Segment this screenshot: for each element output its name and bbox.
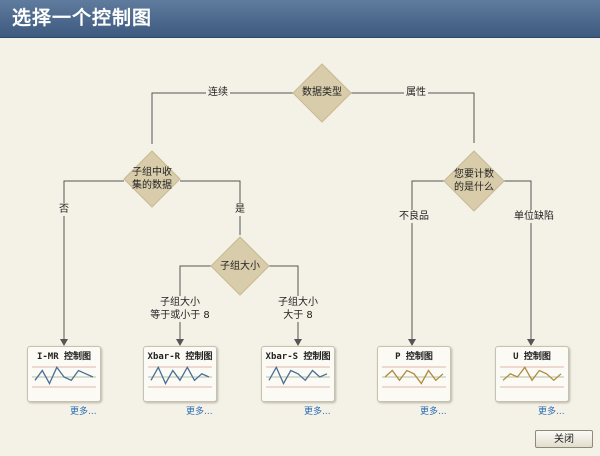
- chart-card-p[interactable]: P 控制图: [377, 346, 451, 402]
- branch-text-line1: 子组大小: [278, 297, 318, 308]
- more-link-p[interactable]: 更多...: [420, 407, 447, 417]
- connector-yes: [180, 180, 241, 235]
- more-link-i-mr[interactable]: 更多...: [70, 407, 97, 417]
- branch-text-line2: 等于或小于 8: [150, 310, 210, 321]
- chart-card-title: Xbar-S 控制图: [265, 352, 331, 362]
- branch-label-defectives: 不良品: [397, 210, 431, 223]
- decision-flowchart: [60, 63, 535, 346]
- branch-text-line1: 子组大小: [160, 297, 200, 308]
- decision-text-line1: 子组中收: [132, 167, 172, 178]
- decision-label-subgroup-collect: 子组中收 集的数据: [122, 166, 182, 192]
- branch-label-size-gt8: 子组大小 大于 8: [272, 296, 324, 322]
- branch-label-defects-per-unit: 单位缺陷: [512, 210, 556, 223]
- data-line: [34, 366, 94, 385]
- data-line: [150, 365, 210, 385]
- branch-label-attribute: 属性: [404, 86, 428, 99]
- connector-defects: [504, 180, 535, 346]
- decision-label-count-what: 您要计数 的是什么: [444, 168, 504, 194]
- decision-text-line2: 的是什么: [454, 182, 494, 193]
- more-link-u[interactable]: 更多...: [538, 407, 565, 417]
- decision-label-data-type: 数据类型: [292, 86, 352, 99]
- chart-card-title: I-MR 控制图: [36, 352, 92, 362]
- close-button[interactable]: 关闭: [535, 430, 593, 448]
- more-link-xbar-s[interactable]: 更多...: [304, 407, 331, 417]
- title-bar: 选择一个控制图: [0, 0, 600, 38]
- chart-thumbnail: [266, 365, 330, 388]
- decision-text-line1: 您要计数: [454, 169, 494, 180]
- chart-card-title: Xbar-R 控制图: [147, 352, 213, 362]
- chart-card-i-mr[interactable]: I-MR 控制图: [27, 346, 101, 402]
- diamond-subgroup-size: [210, 236, 270, 296]
- chart-thumbnail: [500, 366, 564, 388]
- branch-label-yes: 是: [233, 203, 247, 216]
- connector-no: [60, 180, 124, 346]
- dialog-title: 选择一个控制图: [12, 7, 153, 29]
- decision-text: 数据类型: [302, 87, 342, 98]
- data-line: [384, 369, 444, 385]
- chart-card-title: P 控制图: [395, 352, 433, 362]
- chart-card-xbar-r[interactable]: Xbar-R 控制图: [143, 346, 217, 402]
- branch-label-no: 否: [57, 203, 71, 216]
- branch-text-line2: 大于 8: [283, 310, 313, 321]
- diamond-data-type: [292, 63, 352, 123]
- chart-thumbnail: [382, 366, 446, 388]
- decision-text-line2: 集的数据: [132, 180, 172, 191]
- decision-label-subgroup-size: 子组大小: [210, 260, 270, 273]
- data-line: [268, 365, 328, 385]
- connector-continuous: [151, 92, 293, 144]
- chart-card-u[interactable]: U 控制图: [495, 346, 569, 402]
- chart-card-xbar-s[interactable]: Xbar-S 控制图: [261, 346, 335, 402]
- chart-thumbnail: [148, 365, 212, 388]
- connector-defectives: [408, 180, 444, 346]
- chart-thumbnail: [32, 366, 96, 388]
- diamond-count-what: [443, 150, 505, 212]
- more-link-xbar-r[interactable]: 更多...: [186, 407, 213, 417]
- branch-label-continuous: 连续: [206, 86, 230, 99]
- diamond-subgroup-collect: [123, 150, 181, 208]
- branch-label-size-le8: 子组大小 等于或小于 8: [148, 296, 212, 322]
- data-line: [502, 366, 562, 382]
- connector-attribute: [351, 92, 475, 143]
- decision-text: 子组大小: [220, 261, 260, 272]
- chart-card-title: U 控制图: [513, 352, 551, 362]
